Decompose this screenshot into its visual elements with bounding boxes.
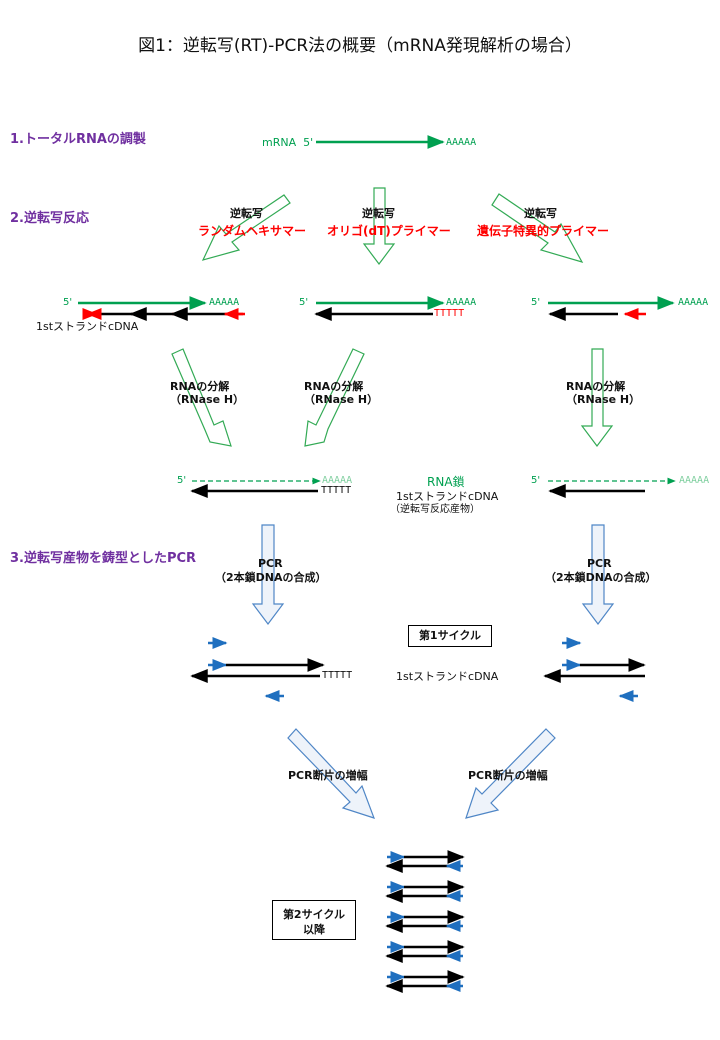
rna-strand-label: RNA鎖 bbox=[427, 475, 465, 489]
rt-arrow-oligo-dt bbox=[362, 187, 396, 265]
rnase-arrow-1 bbox=[171, 348, 232, 447]
cycle-2-box: 第2サイクル 以降 bbox=[272, 900, 356, 940]
polya-3: AAAAA bbox=[678, 297, 709, 308]
five-prime-3: 5' bbox=[531, 297, 541, 308]
rt-product-label: （逆転写反応産物） bbox=[390, 504, 480, 515]
rna-degradation-label-2: RNAの分解 bbox=[304, 380, 364, 393]
section-pcr: 3.逆転写産物を鋳型としたPCR bbox=[10, 551, 197, 566]
mrna-polya: AAAAA bbox=[446, 137, 477, 148]
amplify-label-2: PCR断片の増幅 bbox=[468, 769, 548, 782]
first-strand-cdna-label-3: 1stストランドcDNA bbox=[396, 670, 499, 683]
page-title: 図1：逆転写(RT)-PCR法の概要（mRNA発現解析の場合） bbox=[138, 36, 582, 56]
cycle-2-line-2: 以降 bbox=[303, 923, 325, 936]
rt-label-1: 逆転写 bbox=[230, 207, 263, 220]
rt-arrow-random bbox=[201, 194, 291, 261]
cycle-2-line-1: 第2サイクル bbox=[282, 908, 346, 921]
primer-oligo-dt: オリゴ(dT)プライマー bbox=[327, 224, 451, 238]
cycle-1-box: 第1サイクル bbox=[408, 625, 492, 647]
five-prime-1: 5' bbox=[63, 297, 73, 308]
polya-2: AAAAA bbox=[446, 297, 477, 308]
rnase-arrow-2 bbox=[304, 348, 365, 447]
pcr-label-2: PCR bbox=[587, 557, 612, 570]
first-strand-cdna-label-2: 1stストランドcDNA bbox=[396, 490, 499, 503]
amplify-label-1: PCR断片の増幅 bbox=[288, 769, 368, 782]
pcr-label-1: PCR bbox=[258, 557, 283, 570]
five-prime-4: 5' bbox=[177, 475, 187, 486]
rna-degradation-label-3: RNAの分解 bbox=[566, 380, 626, 393]
rt-label-3: 逆転写 bbox=[524, 207, 557, 220]
primer-random-hexamer: ランダムヘキサマー bbox=[198, 224, 307, 238]
rt-arrow-gene-specific bbox=[491, 193, 584, 263]
polya-1: AAAAA bbox=[209, 297, 240, 308]
polyt-1: TTTTT bbox=[321, 485, 352, 496]
pcr-synthesis-2: （2本鎖DNAの合成） bbox=[545, 571, 657, 584]
pcr-synthesis-1: （2本鎖DNAの合成） bbox=[215, 571, 327, 584]
amplify-arrow-right bbox=[465, 728, 556, 819]
polya-degraded-1: AAAAA bbox=[322, 475, 353, 486]
rna-degradation-label-1: RNAの分解 bbox=[170, 380, 230, 393]
rt-label-2: 逆転写 bbox=[362, 207, 395, 220]
polyt-primer: TTTTT bbox=[434, 308, 465, 319]
amplified-fragments bbox=[385, 850, 465, 993]
amplify-arrow-left bbox=[287, 728, 375, 819]
rnase-arrow-3 bbox=[580, 348, 614, 447]
pcr-arrow-right bbox=[581, 524, 615, 625]
rnase-h-label-2: （RNase H） bbox=[304, 393, 379, 406]
section-total-rna: 1.トータルRNAの調製 bbox=[10, 132, 146, 147]
polya-degraded-2: AAAAA bbox=[679, 475, 710, 486]
pcr-arrow-left bbox=[251, 524, 285, 625]
mrna-label: mRNA 5' bbox=[262, 136, 314, 149]
section-reverse-transcription: 2.逆転写反応 bbox=[10, 211, 89, 226]
five-prime-5: 5' bbox=[531, 475, 541, 486]
first-strand-cdna-label-1: 1stストランドcDNA bbox=[36, 320, 139, 333]
polyt-2: TTTTT bbox=[322, 670, 353, 681]
rnase-h-label-1: （RNase H） bbox=[170, 393, 245, 406]
primer-gene-specific: 遺伝子特異的プライマー bbox=[477, 224, 610, 238]
five-prime-2: 5' bbox=[299, 297, 309, 308]
rnase-h-label-3: （RNase H） bbox=[566, 393, 641, 406]
